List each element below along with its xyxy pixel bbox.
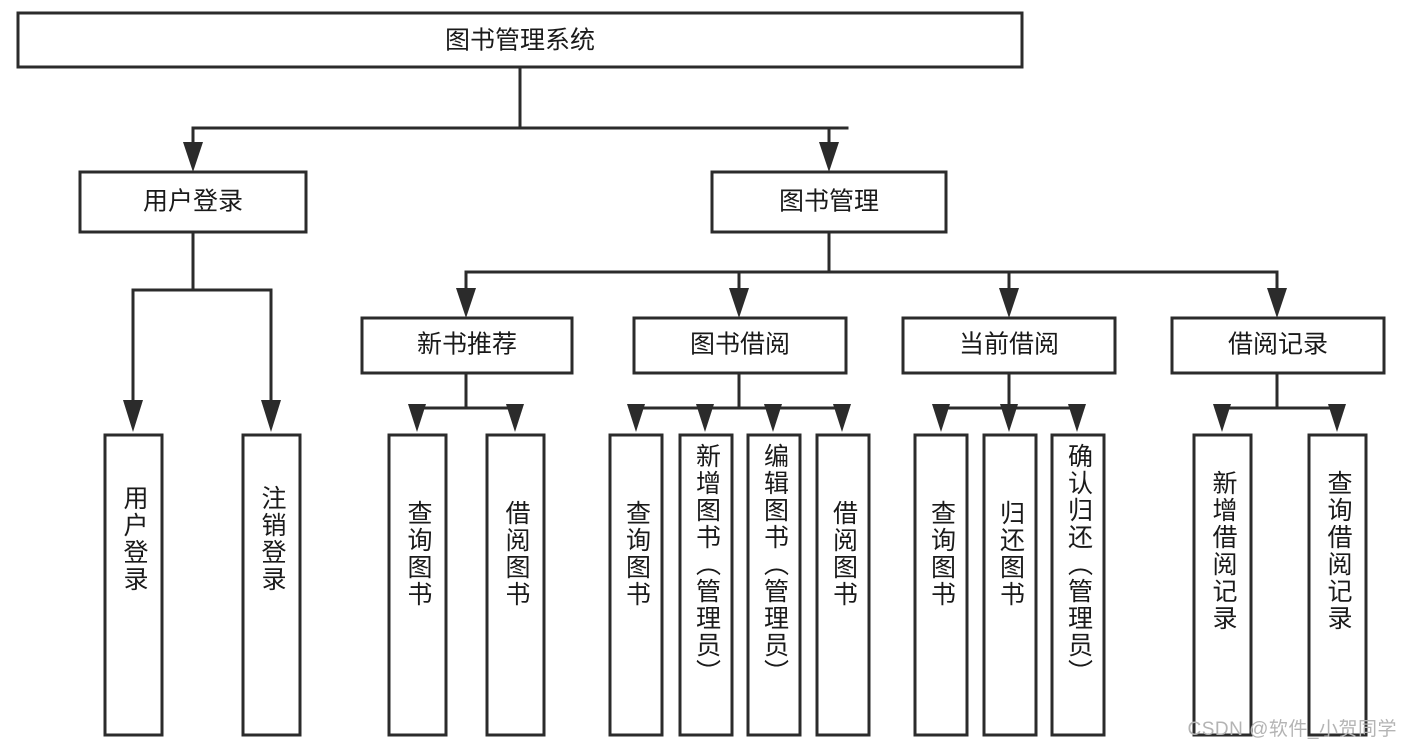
node-borrow-records-label: 借阅记录 bbox=[1228, 331, 1328, 359]
node-leaf-book-borrow-2[interactable] bbox=[678, 433, 734, 737]
node-book-borrow-label: 图书借阅 bbox=[690, 331, 790, 359]
connector-group-userlogin bbox=[123, 230, 281, 432]
arrowhead-borrow-leaf-4 bbox=[833, 404, 851, 432]
node-leaf-borrow-record-2[interactable] bbox=[1307, 433, 1368, 737]
arrowhead-userlogin-leaf-1 bbox=[123, 400, 143, 432]
arrowhead-root-to-userlogin bbox=[183, 142, 203, 172]
node-user-login[interactable] bbox=[78, 170, 308, 234]
node-leaf-current-borrow-2[interactable] bbox=[982, 433, 1038, 737]
node-book-management-label: 图书管理 bbox=[779, 188, 879, 216]
arrowhead-borrow-leaf-1 bbox=[627, 404, 645, 432]
node-borrow-records[interactable] bbox=[1170, 316, 1386, 375]
node-root[interactable] bbox=[16, 11, 1024, 69]
arrowhead-records-leaf-1 bbox=[1213, 404, 1231, 432]
connector-group-bookmgmt bbox=[456, 230, 1287, 318]
arrowhead-root-to-bookmgmt bbox=[819, 142, 839, 172]
arrowhead-current-leaf-1 bbox=[932, 404, 950, 432]
node-leaf-user-login-2[interactable] bbox=[241, 433, 302, 737]
node-leaf-current-borrow-1[interactable] bbox=[913, 433, 969, 737]
node-new-book-recommend[interactable] bbox=[360, 316, 574, 375]
arrowhead-records-leaf-2 bbox=[1328, 404, 1346, 432]
arrowhead-borrow-leaf-3 bbox=[764, 404, 782, 432]
node-new-book-recommend-label: 新书推荐 bbox=[417, 331, 517, 359]
node-leaf-book-borrow-1[interactable] bbox=[608, 433, 664, 737]
connector-group-records bbox=[1213, 371, 1346, 432]
watermark-text: CSDN @软件_小贺同学 bbox=[1187, 719, 1397, 740]
node-leaf-book-borrow-3[interactable] bbox=[746, 433, 802, 737]
node-current-borrow-label: 当前借阅 bbox=[959, 331, 1059, 359]
arrowhead-current-leaf-2 bbox=[1000, 404, 1018, 432]
node-leaf-user-login-1[interactable] bbox=[103, 433, 164, 737]
arrowhead-bookmgmt-child-3 bbox=[999, 288, 1019, 318]
node-user-login-label: 用户登录 bbox=[143, 188, 243, 216]
arrowhead-userlogin-leaf-2 bbox=[261, 400, 281, 432]
connector-group-current bbox=[932, 371, 1086, 432]
arrowhead-bookmgmt-child-2 bbox=[729, 288, 749, 318]
connector-group-root bbox=[183, 65, 849, 172]
arrowhead-bookmgmt-child-1 bbox=[456, 288, 476, 318]
arrowhead-newbook-leaf-2 bbox=[506, 404, 524, 432]
node-leaf-borrow-record-1[interactable] bbox=[1192, 433, 1253, 737]
arrowhead-current-leaf-3 bbox=[1068, 404, 1086, 432]
node-leaf-book-borrow-4[interactable] bbox=[815, 433, 871, 737]
arrowhead-newbook-leaf-1 bbox=[408, 404, 426, 432]
node-book-management[interactable] bbox=[710, 170, 948, 234]
node-leaf-current-borrow-3[interactable] bbox=[1050, 433, 1106, 737]
node-book-borrow[interactable] bbox=[632, 316, 848, 375]
connector-group-borrow bbox=[627, 371, 851, 432]
node-leaf-new-book-1[interactable] bbox=[387, 433, 448, 737]
node-current-borrow[interactable] bbox=[901, 316, 1117, 375]
arrowhead-borrow-leaf-2 bbox=[696, 404, 714, 432]
node-leaf-new-book-2[interactable] bbox=[485, 433, 546, 737]
connector-group-newbook bbox=[408, 371, 524, 432]
arrowhead-bookmgmt-child-4 bbox=[1267, 288, 1287, 318]
node-root-label: 图书管理系统 bbox=[445, 27, 595, 55]
